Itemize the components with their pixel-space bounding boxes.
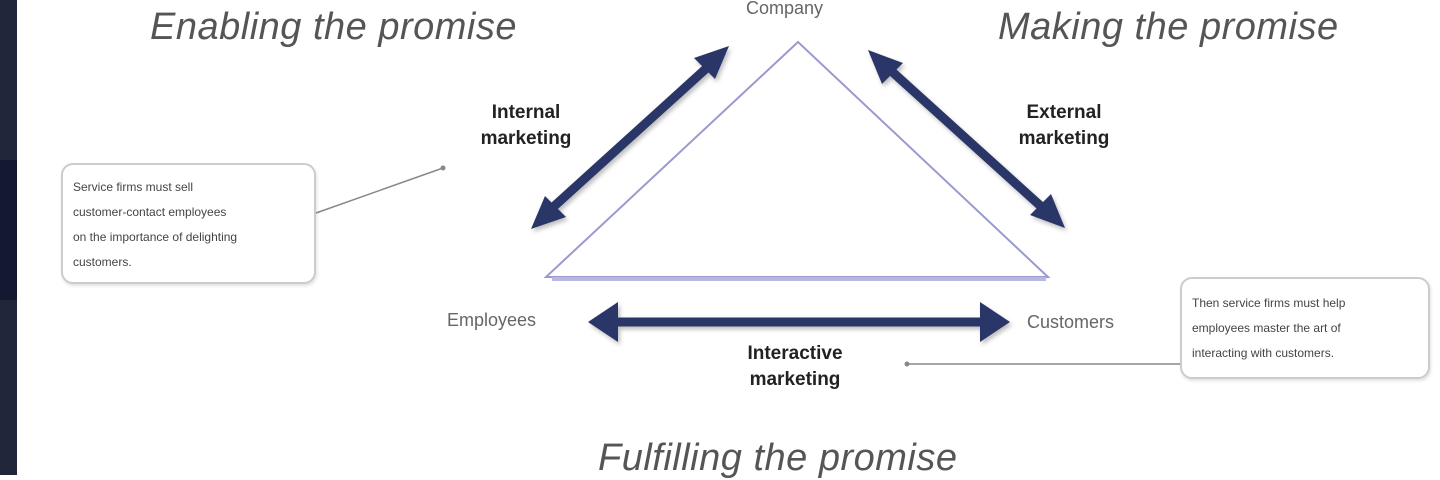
label-external-line2: marketing	[1018, 128, 1110, 149]
left-note-line: customer-contact employees	[73, 205, 227, 219]
interactive-marketing-arrow	[588, 302, 1010, 342]
right-note-box: Then service firms must help employees m…	[1180, 277, 1430, 379]
label-internal-marketing: Internal marketing	[456, 100, 596, 152]
label-internal-line2: marketing	[480, 128, 572, 149]
label-internal-line1: Internal	[491, 102, 561, 123]
triangle	[543, 40, 1051, 278]
left-note-connector	[315, 167, 444, 214]
internal-marketing-arrow	[531, 46, 729, 229]
node-company: Company	[746, 0, 824, 18]
label-interactive-line2: marketing	[749, 369, 841, 390]
label-external-marketing: External marketing	[994, 100, 1134, 152]
left-note-connector-dot	[440, 165, 446, 171]
left-edge-bar	[0, 0, 17, 475]
right-note-line: employees master the art of	[1192, 321, 1341, 335]
left-note-line: Service firms must sell	[73, 180, 194, 194]
heading-enabling: Enabling the promise	[150, 6, 517, 48]
left-edge-accent	[0, 160, 17, 300]
label-interactive-line1: Interactive	[747, 343, 843, 364]
right-note-connector-dot	[904, 361, 910, 367]
left-note-line: on the importance of delighting	[73, 230, 238, 244]
label-external-line1: External	[1026, 102, 1102, 123]
right-note-line: Then service firms must help	[1192, 296, 1346, 310]
node-customers: Customers	[1027, 312, 1115, 332]
external-marketing-arrow	[868, 50, 1065, 228]
heading-fulfilling: Fulfilling the promise	[598, 437, 958, 479]
left-note-line: customers.	[73, 255, 132, 269]
left-note-box: Service firms must sell customer-contact…	[61, 163, 316, 284]
node-employees: Employees	[447, 310, 537, 330]
heading-making: Making the promise	[998, 6, 1339, 48]
label-interactive-marketing: Interactive marketing	[720, 341, 870, 393]
right-note-line: interacting with customers.	[1192, 346, 1335, 360]
